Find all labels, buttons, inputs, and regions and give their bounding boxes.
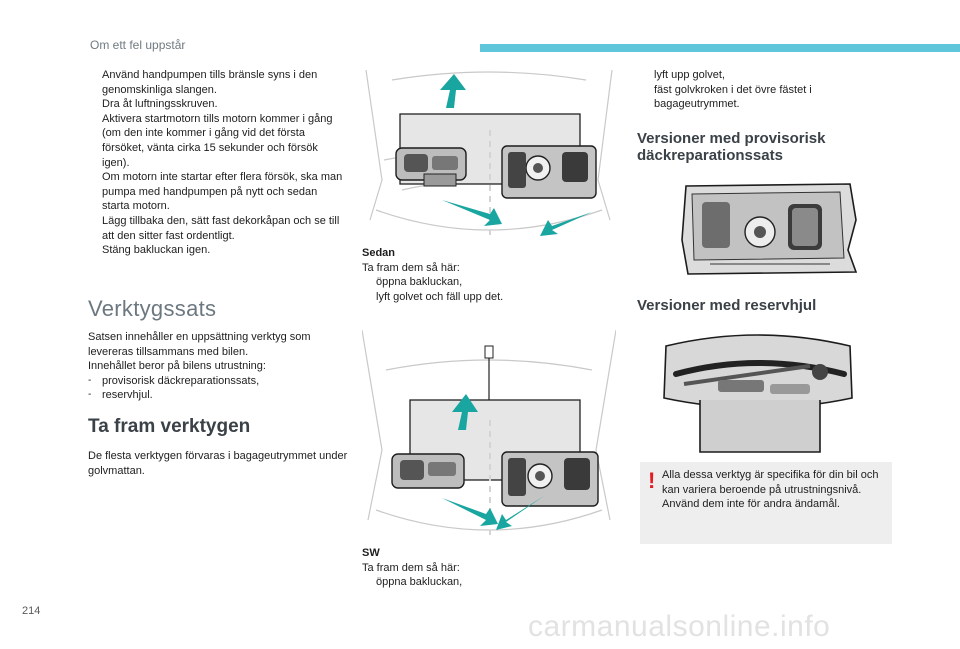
lift-arrow-icon [452, 394, 478, 430]
toolkit-items: -provisorisk däckreparationssats, -reser… [88, 374, 350, 403]
arrow-icon [496, 496, 544, 530]
warning-note [640, 462, 892, 544]
list-item: Aktivera startmotorn tills motorn kommer… [102, 112, 333, 169]
list-item: Dra åt luftningsskruven. [102, 98, 218, 111]
toolkit-description: Satsen innehåller en uppsättning verktyg… [88, 330, 350, 403]
repair-kit-heading: Versioner med provisorisk däckreparation… [637, 130, 826, 164]
spare-wheel-illustration [663, 334, 853, 453]
header-accent-bar [480, 44, 960, 52]
sw-trunk-illustration [362, 330, 616, 535]
list-item: lyft golvet och fäll upp det. [376, 290, 504, 303]
list-item: Lägg tillbaka den, sätt fast dekorkåpan … [102, 214, 340, 242]
lift-arrow-icon [440, 74, 466, 108]
page-number: 214 [22, 605, 41, 617]
toolkit-heading: Verktygssats [88, 296, 217, 321]
spare-wheel-heading: Versioner med reservhjul [637, 297, 817, 314]
list-item: Använd handpumpen tills bränsle syns i d… [102, 69, 318, 96]
section-title: Om ett fel uppstår [90, 38, 186, 52]
toolbox-right [501, 145, 597, 199]
left-column: Använd handpumpen tills bränsle syns i d… [88, 68, 346, 258]
list-item: -reservhjul. [88, 389, 153, 402]
list-item: -provisorisk däckreparationssats, [88, 374, 260, 387]
instruction-list: Använd handpumpen tills bränsle syns i d… [88, 68, 346, 258]
list-item: öppna bakluckan, [376, 576, 463, 589]
list-item: Om motorn inte startar efter flera försö… [102, 171, 343, 213]
sw-caption: SW Ta fram dem så här: öppna bakluckan, [362, 546, 562, 590]
toolkit-depends: Innehållet beror på bilens utrustning: [88, 360, 266, 373]
right-steps: lyft upp golvet, fäst golvkroken i det ö… [640, 68, 890, 112]
list-item: fäst golvkroken i det övre fästet i baga… [654, 83, 812, 111]
sedan-trunk-illustration [365, 70, 613, 236]
warning-text: Alla dessa verktyg är specifika för din … [662, 469, 879, 511]
sedan-caption: Sedan Ta fram dem så här: öppna baklucka… [362, 246, 562, 304]
access-heading: Ta fram verktygen [88, 416, 251, 437]
toolbox-left [391, 453, 465, 489]
sw-title: SW [362, 547, 380, 559]
repair-kit-illustration [681, 183, 858, 275]
list-item: Stäng bakluckan igen. [102, 244, 211, 257]
arrow-icon [442, 200, 502, 226]
toolkit-intro: Satsen innehåller en uppsättning verktyg… [88, 331, 311, 358]
sedan-title: Sedan [362, 247, 396, 259]
arrow-icon [442, 498, 498, 526]
access-text: De flesta verktygen förvaras i bagageutr… [88, 450, 348, 477]
list-item: öppna bakluckan, [376, 276, 463, 289]
list-item: lyft upp golvet, [654, 69, 725, 81]
arrow-icon [540, 212, 592, 236]
watermark: carmanualsonline.info [528, 610, 831, 643]
toolbox-right [501, 451, 599, 507]
warning-icon: ! [648, 468, 656, 493]
toolbox-left [395, 147, 467, 187]
